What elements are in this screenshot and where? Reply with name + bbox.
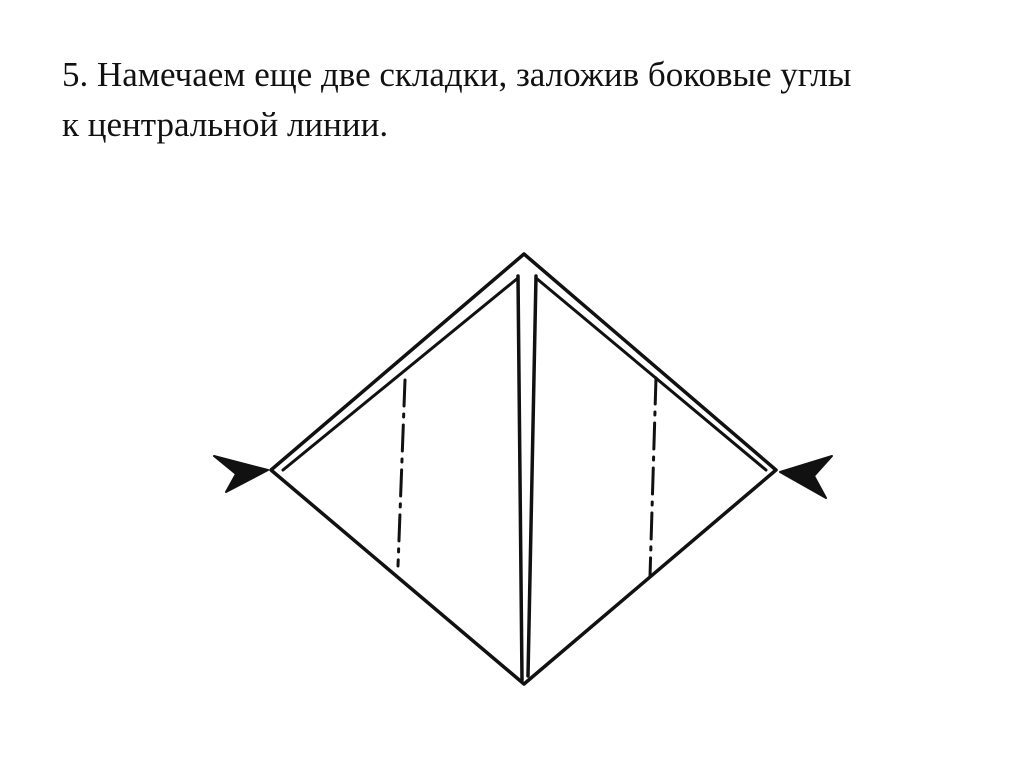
center-fold-line-right [526,274,538,678]
left-fold-line [396,378,407,568]
instruction-line-1: 5. Намечаем еще две складки, заложив бок… [62,55,852,94]
center-fold-line-left [516,274,524,682]
right-arrow-icon [779,455,833,499]
instruction-line-2: к центральной линии. [62,105,389,144]
right-fold-line [648,376,658,578]
right-flap-edge [534,276,768,472]
left-arrow-icon [213,455,269,493]
instruction-text: 5. Намечаем еще две складки, заложив бок… [62,50,982,150]
left-flap-edge [281,276,520,472]
diamond-outline [269,252,778,686]
